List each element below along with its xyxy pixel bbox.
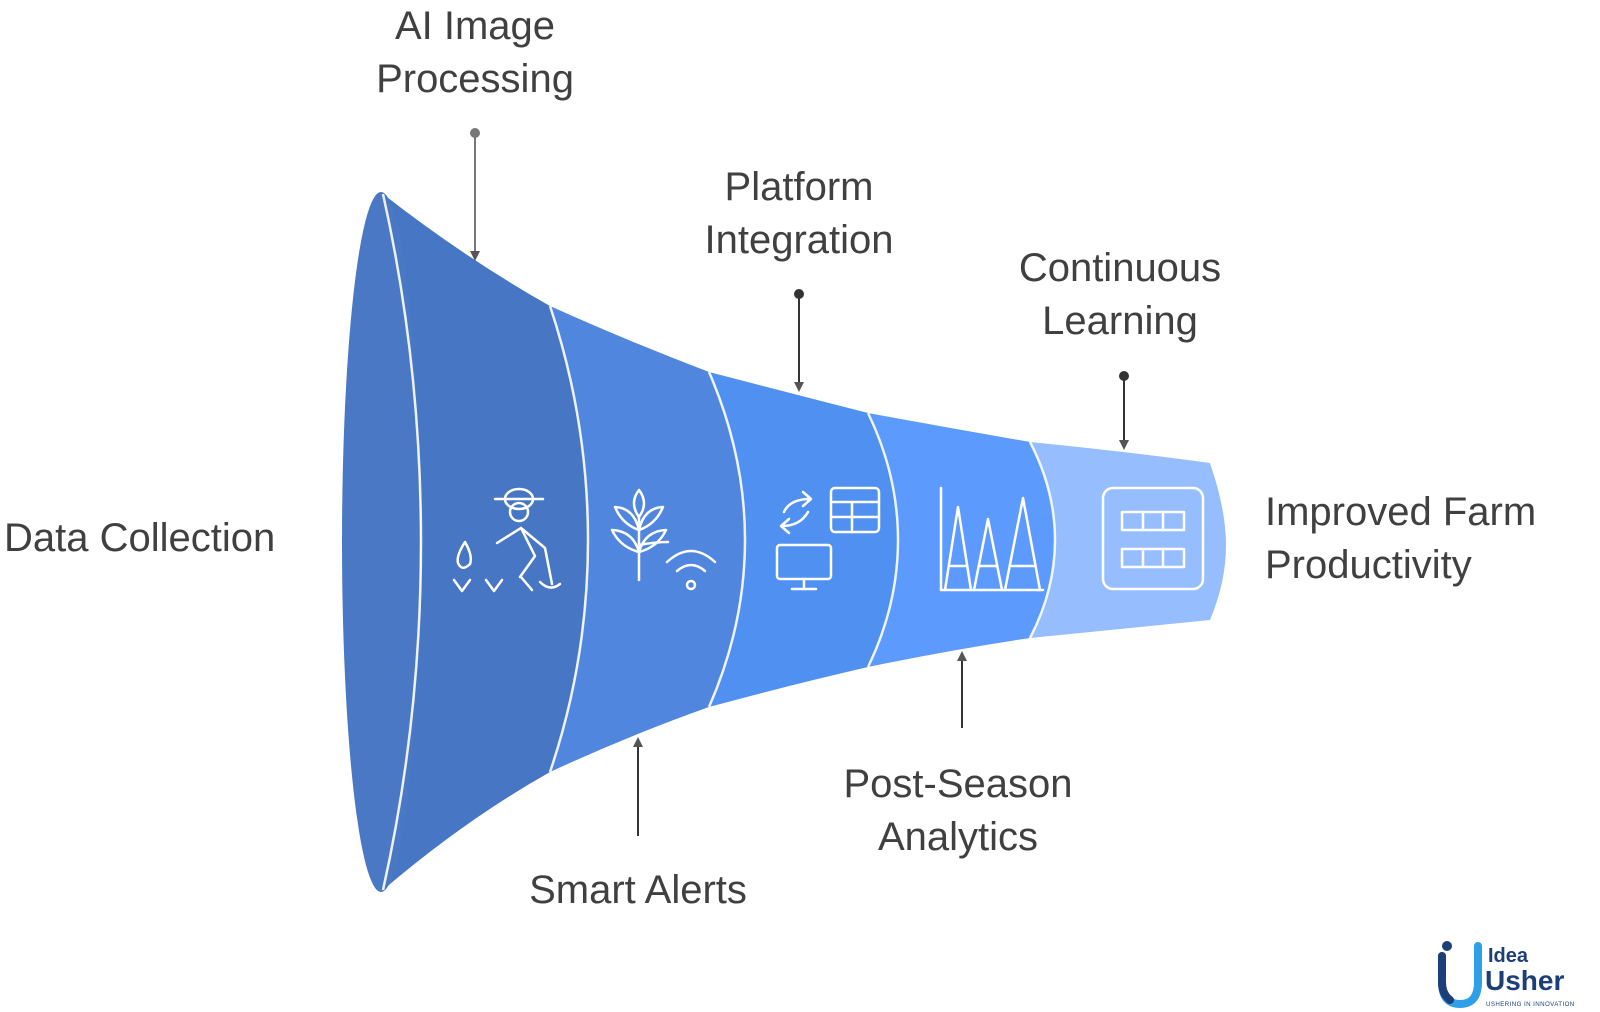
segment-data-collection [383,194,588,890]
segment-platform-integration [709,372,898,707]
logo-line1: Idea [1488,945,1529,967]
logo-tagline: USHERING IN INNOVATION [1486,1001,1575,1008]
sync-monitor-icon [775,486,881,591]
grid-panel-icon [1101,486,1205,591]
logo-line2: Usher [1485,965,1564,996]
label-ai-image-processing: AI Image Processing [376,4,574,101]
plant-signal-icon [610,488,717,591]
label-data-collection: Data Collection [4,516,276,560]
label-improved-farm-productivity: Improved Farm Productivity [1265,490,1537,587]
idea-usher-logo: Idea Usher USHERING IN INNOVATION [1438,941,1575,1009]
segment-continuous-learning [1030,442,1226,638]
label-platform-integration: Platform Integration [704,165,894,262]
connector-ai-image-processing [470,128,480,261]
connector-platform-integration [794,289,804,392]
chart-spikes-icon [939,486,1045,592]
segment-post-season-analytics [868,413,1055,667]
funnel-segments [342,192,1226,892]
farmer-watering-icon [452,487,562,593]
segment-smart-alerts [550,306,745,772]
connector-continuous-learning [1119,371,1129,450]
label-post-season-analytics: Post-Season Analytics [843,762,1073,859]
label-smart-alerts: Smart Alerts [529,868,747,912]
funnel-mouth [342,192,420,892]
label-continuous-learning: Continuous Learning [1018,246,1222,343]
